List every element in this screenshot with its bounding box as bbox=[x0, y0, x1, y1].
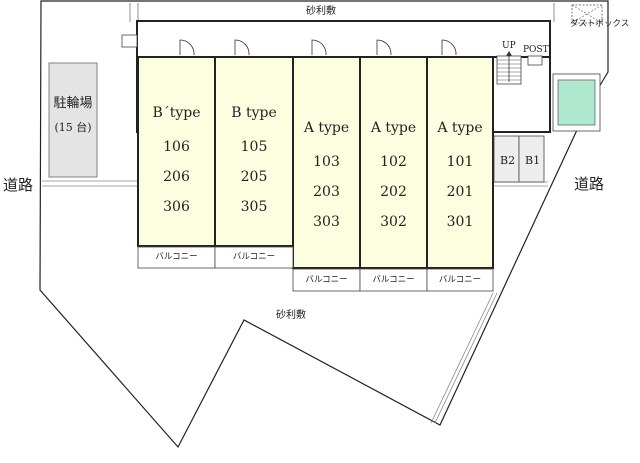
door-swing bbox=[441, 39, 457, 56]
door-swing bbox=[376, 39, 392, 56]
balcony-label: バルコニー bbox=[305, 275, 348, 285]
gravel-label-top: 砂利敷 bbox=[306, 6, 336, 17]
stairs-up-label: UP bbox=[502, 41, 516, 51]
dust-box-cross bbox=[571, 4, 603, 24]
room-number: 105 bbox=[240, 139, 268, 155]
post-label: POST bbox=[523, 45, 549, 55]
bicycle-parking-area bbox=[48, 62, 98, 178]
unit-103: A type 103 203 303 bbox=[293, 109, 360, 237]
unit-105: B type 105 205 305 bbox=[215, 94, 293, 222]
path-line bbox=[434, 292, 498, 424]
storage-b1 bbox=[518, 135, 545, 183]
bicycle-parking-capacity: (15 台) bbox=[54, 121, 92, 134]
room-number: 305 bbox=[240, 199, 268, 215]
planter-inner bbox=[557, 79, 596, 126]
gravel-label-bottom: 砂利敷 bbox=[276, 310, 306, 321]
room-number: 306 bbox=[163, 199, 190, 215]
unit-type-label: B´type bbox=[152, 105, 201, 121]
unit-106: B´type 106 206 306 bbox=[138, 94, 215, 222]
unit-room-101 bbox=[426, 56, 494, 269]
bicycle-parking-label: 駐輪場 (15 台) bbox=[49, 62, 97, 177]
balcony-101 bbox=[426, 268, 494, 292]
balcony-label: バルコニー bbox=[372, 275, 415, 285]
door-swing bbox=[311, 39, 327, 56]
room-number: 103 bbox=[313, 154, 340, 170]
balcony-label: バルコニー bbox=[438, 275, 482, 285]
room-number: 102 bbox=[380, 154, 407, 170]
unit-type-label: B type bbox=[231, 105, 277, 121]
unit-101: A type 101 201 301 bbox=[427, 109, 493, 237]
room-number: 206 bbox=[163, 169, 190, 185]
unit-type-label: A type bbox=[370, 120, 417, 136]
road-label-left: 道路 bbox=[3, 176, 34, 194]
room-number: 301 bbox=[446, 214, 474, 230]
storage-b2-label: B2 bbox=[500, 154, 516, 167]
path-line bbox=[430, 292, 494, 424]
storage-b1-label: B1 bbox=[525, 154, 541, 167]
road-label-right: 道路 bbox=[574, 175, 605, 193]
unit-type-label: A type bbox=[437, 120, 483, 136]
room-number: 203 bbox=[313, 184, 340, 200]
door-swing bbox=[234, 39, 250, 56]
dust-box-label: ダストボックス bbox=[570, 19, 630, 29]
room-number: 205 bbox=[240, 169, 268, 185]
post-box bbox=[527, 55, 543, 66]
dust-box-cross bbox=[571, 4, 603, 24]
room-number: 106 bbox=[163, 139, 190, 155]
unit-type-label: A type bbox=[303, 120, 350, 136]
unit-room-103 bbox=[292, 56, 361, 269]
bicycle-parking-title: 駐輪場 bbox=[53, 96, 93, 111]
unit-room-105 bbox=[214, 56, 294, 247]
unit-room-102 bbox=[359, 56, 428, 269]
room-number: 202 bbox=[380, 184, 407, 200]
room-number: 101 bbox=[446, 154, 474, 170]
stair-arrow-head bbox=[506, 51, 512, 56]
balcony-label: バルコニー bbox=[232, 252, 276, 262]
corridor bbox=[136, 20, 551, 58]
room-number: 303 bbox=[313, 214, 340, 230]
room-number: 201 bbox=[446, 184, 474, 200]
balcony-105 bbox=[214, 246, 294, 269]
room-number: 302 bbox=[380, 214, 407, 230]
balcony-label: バルコニー bbox=[155, 252, 198, 262]
unit-102: A type 102 202 302 bbox=[360, 109, 427, 237]
corridor-stub bbox=[121, 34, 138, 48]
storage-b2 bbox=[493, 135, 520, 183]
door-swing bbox=[179, 39, 195, 56]
